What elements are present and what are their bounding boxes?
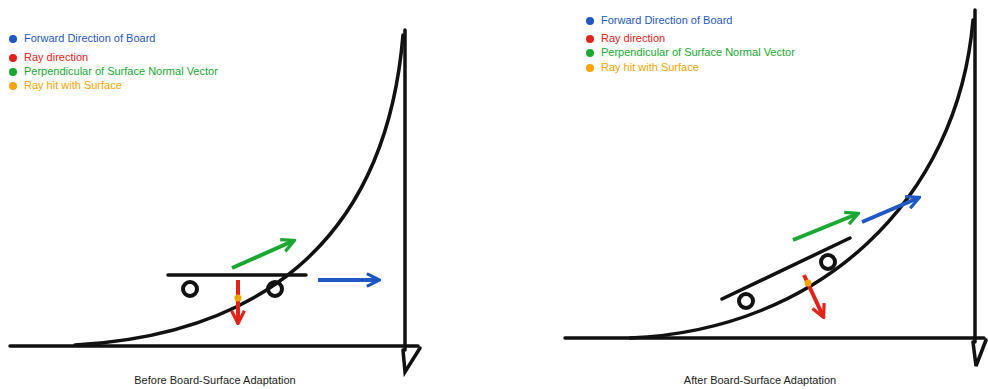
legend-entry: Ray direction — [9, 51, 88, 64]
normal-perpendicular-arrow — [793, 214, 857, 240]
legend-swatch — [9, 35, 17, 43]
legend-swatch — [586, 35, 594, 43]
legend-swatch — [586, 17, 594, 25]
ramp — [10, 30, 420, 372]
ray-hit-dot — [235, 295, 242, 302]
ray-hit-dot — [805, 280, 812, 287]
legend-entry: Perpendicular of Surface Normal Vector — [9, 65, 218, 78]
panel-caption: After Board-Surface Adaptation — [684, 374, 836, 386]
legend-entry: Perpendicular of Surface Normal Vector — [586, 46, 795, 59]
legend-text: Ray hit with Surface — [601, 61, 699, 74]
legend-swatch — [9, 68, 17, 76]
legend-text: Ray direction — [24, 51, 88, 64]
legend-swatch — [586, 49, 594, 57]
legend-text: Ray direction — [601, 32, 665, 45]
ray-arrow — [804, 275, 823, 316]
legend-swatch — [586, 64, 594, 72]
normal-perpendicular-arrow — [232, 241, 293, 268]
legend-entry: Ray hit with Surface — [586, 61, 699, 74]
panel-caption: Before Board-Surface Adaptation — [134, 374, 295, 386]
legend-entry: Ray direction — [586, 32, 665, 45]
legend-entry: Forward Direction of Board — [9, 32, 155, 45]
legend-text: Forward Direction of Board — [601, 14, 732, 27]
forward-arrow — [862, 198, 918, 222]
ramp — [565, 10, 986, 366]
skateboard — [722, 238, 850, 308]
legend-text: Ray hit with Surface — [24, 79, 122, 92]
legend-text: Perpendicular of Surface Normal Vector — [24, 65, 218, 78]
legend-text: Perpendicular of Surface Normal Vector — [601, 46, 795, 59]
legend-entry: Ray hit with Surface — [9, 79, 122, 92]
legend-entry: Forward Direction of Board — [586, 14, 732, 27]
legend-swatch — [9, 54, 17, 62]
forward-arrow — [318, 278, 378, 282]
legend-text: Forward Direction of Board — [24, 32, 155, 45]
legend-swatch — [9, 82, 17, 90]
